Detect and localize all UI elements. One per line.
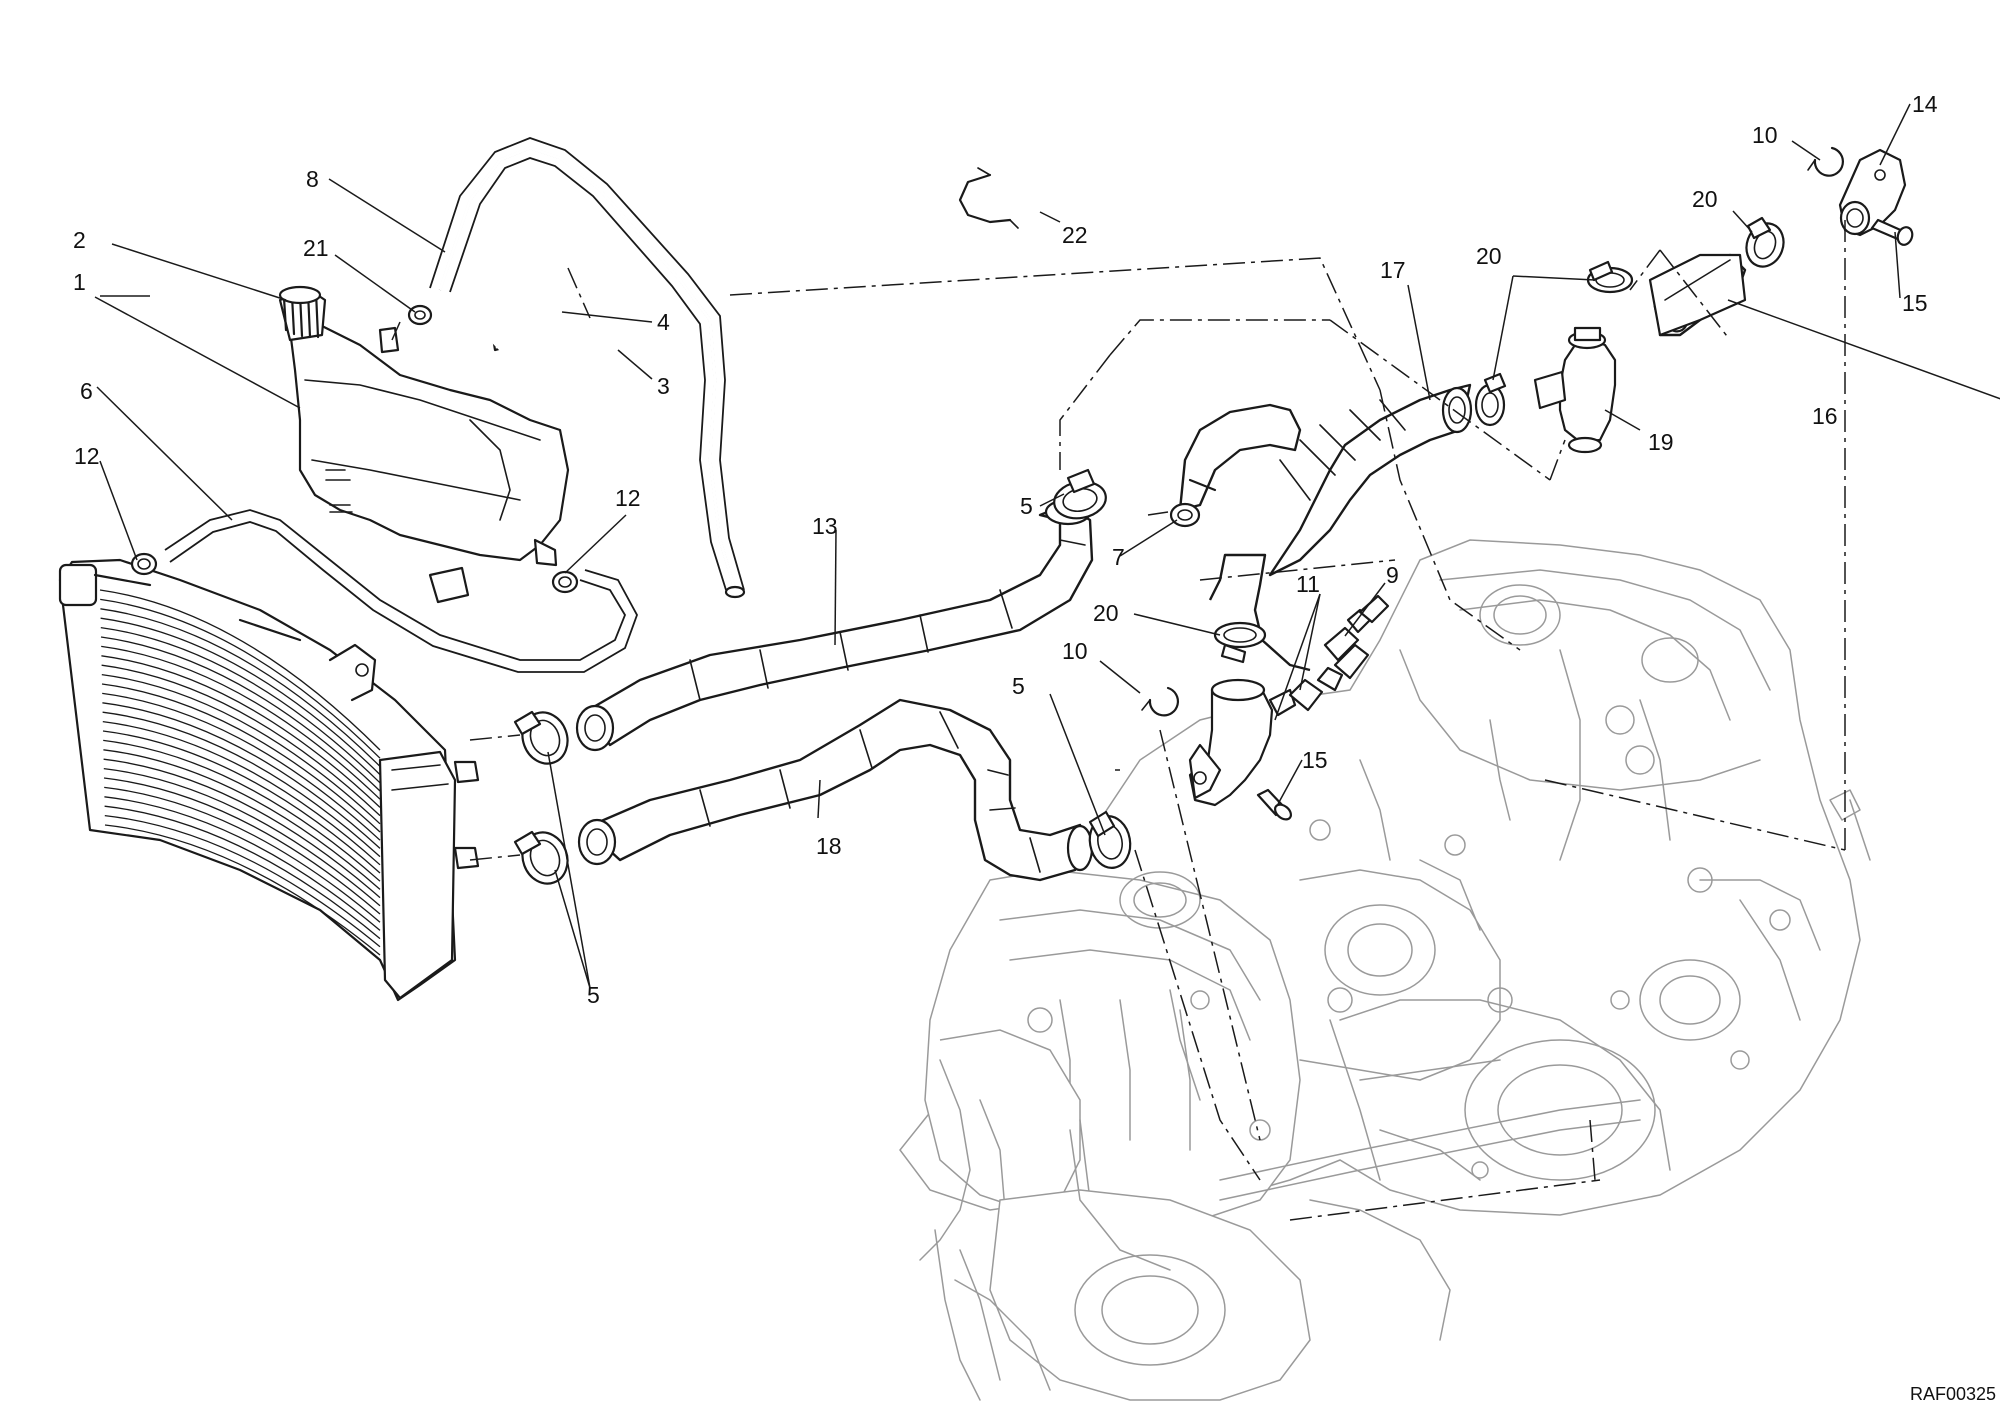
callout-14: 14	[1912, 91, 1938, 117]
callout-5-right: 5	[1012, 673, 1025, 699]
callout-10-upper: 10	[1752, 122, 1778, 148]
thermostat-housing	[1188, 678, 1297, 807]
radiator-fin	[104, 814, 381, 948]
radiator-fin	[102, 702, 381, 849]
callout-15-upper: 15	[1902, 290, 1928, 316]
clamp-5-lower-left	[513, 830, 569, 885]
callout-4: 4	[657, 309, 670, 335]
callout-15-lower: 15	[1302, 747, 1328, 773]
callout-6: 6	[80, 378, 93, 404]
tank-to-radiator-hose	[164, 509, 638, 673]
clamp-20-tee-upper	[1586, 260, 1634, 294]
callout-19: 19	[1648, 429, 1674, 455]
radiator-fin	[102, 711, 381, 858]
screw-15-thermostat	[1256, 788, 1292, 821]
clamp-5-upper-right	[1053, 468, 1107, 520]
callout-20-thermostat: 20	[1093, 600, 1119, 626]
drawing-reference-code: RAF00325	[1910, 1384, 1996, 1404]
radiator-fin	[103, 767, 381, 907]
clamp-5-upper-left	[513, 710, 569, 765]
clamp-20-tee-lower	[1474, 372, 1507, 427]
callout-7: 7	[1112, 544, 1125, 570]
callout-9: 9	[1386, 562, 1399, 588]
callout-8: 8	[306, 166, 319, 192]
leader-lines	[94, 103, 2000, 989]
radiator-fin	[101, 664, 381, 817]
callout-21: 21	[303, 235, 329, 261]
callout-16: 16	[1812, 403, 1838, 429]
radiator-fin	[103, 777, 381, 915]
callout-22: 22	[1062, 222, 1088, 248]
radiator-fin	[101, 673, 381, 825]
radiator-fin	[100, 617, 381, 776]
temperature-sender	[1323, 594, 1390, 662]
callout-18: 18	[816, 833, 842, 859]
clamp-21	[407, 304, 433, 326]
screw-15-housing	[1870, 218, 1914, 246]
callout-12-right: 12	[615, 485, 641, 511]
callout-labels: 1 2 3 4 5 5 5 6 7 8 9 10 10 11 12 12 13 …	[73, 91, 1938, 1008]
spring-clip-10-upper	[1807, 146, 1844, 177]
callout-3: 3	[657, 373, 670, 399]
bypass-hose	[1648, 253, 1747, 337]
temperature-sensor	[1288, 643, 1370, 712]
callout-2: 2	[73, 227, 86, 253]
radiator-fin	[101, 683, 381, 833]
radiator-fin	[102, 692, 381, 841]
assembly-lines	[391, 220, 1846, 1221]
clamp-5-lower-right	[1088, 810, 1132, 869]
radiator-fin	[103, 758, 381, 899]
callout-13: 13	[812, 513, 838, 539]
radiator-fin	[104, 796, 381, 931]
callout-1: 1	[73, 269, 86, 295]
callout-11: 11	[1296, 571, 1320, 597]
clamp-12-right	[551, 570, 579, 594]
breather-tube	[429, 137, 746, 599]
radiator-fin	[101, 655, 381, 808]
radiator-fin	[99, 589, 381, 751]
cylinder-head-hose	[1178, 383, 1473, 672]
radiator-fin	[100, 598, 381, 759]
clamp-20-upper-right	[1745, 216, 1785, 268]
radiator-fin	[100, 626, 381, 784]
engine-block-outline	[899, 539, 1871, 1401]
clamp-20-thermostat	[1213, 621, 1267, 664]
radiator	[58, 558, 480, 1002]
radiator-fin	[100, 636, 381, 792]
lower-radiator-hose	[577, 698, 1094, 882]
spring-clip-22	[958, 167, 1019, 229]
clamp-12-left	[130, 552, 158, 576]
radiator-fin	[102, 720, 381, 866]
callout-12-left: 12	[74, 443, 100, 469]
callout-5-lower: 5	[587, 982, 600, 1008]
spring-clip-10-lower	[1141, 686, 1180, 717]
callout-17: 17	[1380, 257, 1406, 283]
callout-10-lower: 10	[1062, 638, 1088, 664]
radiator-fin	[104, 805, 381, 940]
tee-fitting	[1533, 326, 1617, 454]
expansion-tank	[278, 285, 570, 604]
clamp-7	[1169, 502, 1201, 528]
radiator-fin	[103, 739, 381, 882]
radiator-fin	[103, 749, 381, 890]
radiator-fin	[104, 824, 381, 956]
callout-20-upper: 20	[1692, 186, 1718, 212]
radiator-fin	[101, 645, 381, 800]
callout-20-tee: 20	[1476, 243, 1502, 269]
housing-14	[1838, 148, 1907, 237]
radiator-fin	[102, 730, 381, 874]
radiator-fin	[104, 786, 381, 923]
radiator-fin	[100, 608, 381, 767]
radiator-fins	[99, 589, 381, 956]
callout-5-upper: 5	[1020, 493, 1033, 519]
